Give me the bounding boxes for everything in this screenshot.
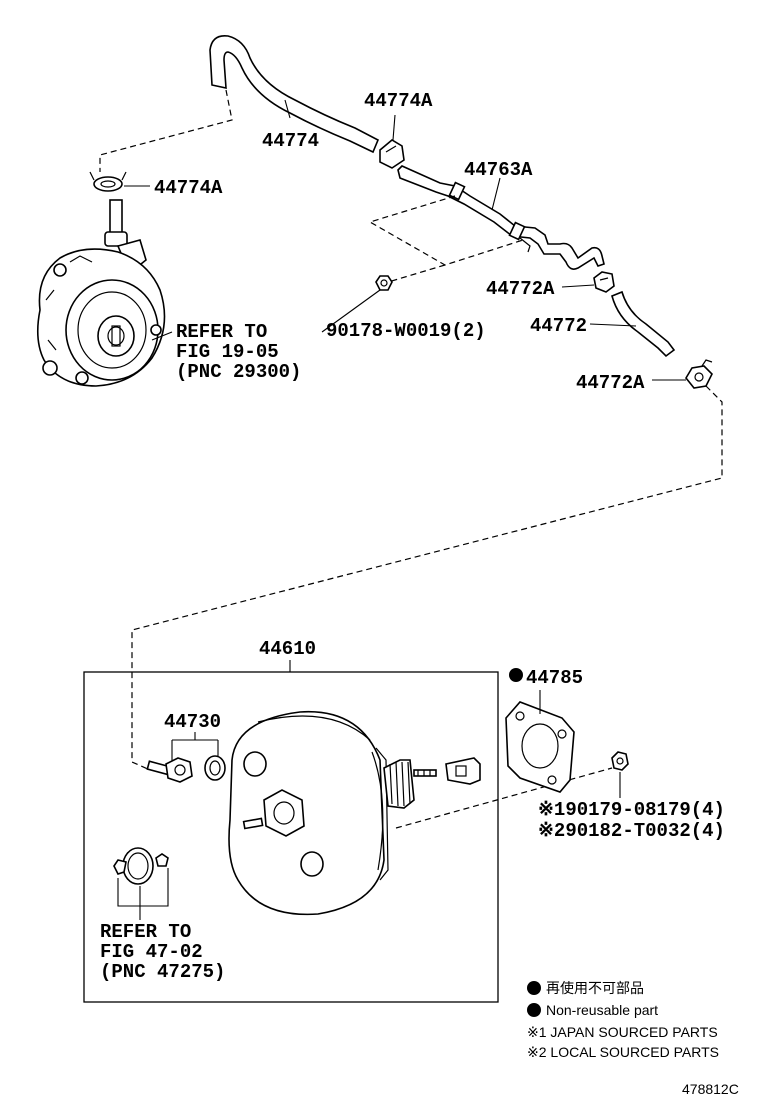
stud-to-nut-dash bbox=[395, 767, 613, 829]
legend-dot-en bbox=[527, 1003, 541, 1017]
refer-seal-line-3: (PNC 47275) bbox=[100, 961, 225, 983]
brake-booster-44610 bbox=[228, 710, 437, 916]
pipe-bracket-dash bbox=[368, 195, 524, 266]
refer-pump-note: REFER TO FIG 19-05 (PNC 29300) bbox=[176, 321, 301, 383]
refer-pump-line-1: REFER TO bbox=[176, 321, 267, 343]
label-90179: ※190179-08179(4) bbox=[538, 799, 725, 821]
vacuum-pump bbox=[36, 199, 166, 387]
refer-seal-note: REFER TO FIG 47-02 (PNC 47275) bbox=[100, 921, 225, 983]
clevis bbox=[445, 757, 481, 785]
pipe-44763a bbox=[397, 165, 605, 270]
label-44774: 44774 bbox=[262, 130, 319, 152]
label-44610: 44610 bbox=[259, 638, 316, 660]
bolt-90178 bbox=[375, 275, 393, 291]
nut-90179 bbox=[611, 751, 629, 771]
diagram-id: 478812C bbox=[682, 1081, 739, 1097]
label-44772a-upper: 44772A bbox=[486, 278, 555, 300]
booster-assembly-box bbox=[83, 671, 499, 1003]
label-44774a-upper: 44774A bbox=[364, 90, 433, 112]
label-44730: 44730 bbox=[164, 711, 221, 733]
seal-group bbox=[113, 847, 169, 920]
refer-pump-line-2: FIG 19-05 bbox=[176, 341, 279, 363]
leaders-upper bbox=[124, 99, 686, 381]
refer-pump-line-3: (PNC 29300) bbox=[176, 361, 301, 383]
clip-44774a-upper bbox=[379, 139, 405, 169]
legend-note2: ※2 LOCAL SOURCED PARTS bbox=[527, 1044, 719, 1060]
hose-44772 bbox=[611, 290, 676, 358]
label-90182: ※290182-T0032(4) bbox=[538, 820, 725, 842]
legend-note1: ※1 JAPAN SOURCED PARTS bbox=[527, 1024, 718, 1040]
clip-44772a-upper bbox=[593, 271, 615, 293]
label-44772: 44772 bbox=[530, 315, 587, 337]
label-44763a: 44763A bbox=[464, 159, 533, 181]
label-44772a-lower: 44772A bbox=[576, 372, 645, 394]
check-valve-44730 bbox=[146, 757, 193, 783]
refer-seal-line-2: FIG 47-02 bbox=[100, 941, 203, 963]
refer-seal-line-1: REFER TO bbox=[100, 921, 191, 943]
clip-44774a-left bbox=[89, 171, 127, 192]
legend-en: Non-reusable part bbox=[546, 1002, 658, 1018]
legend-dot-jp bbox=[527, 981, 541, 995]
label-90178: 90178-W0019(2) bbox=[326, 320, 486, 342]
grommet-44730 bbox=[204, 755, 226, 781]
hose-to-clip-dash bbox=[99, 89, 233, 172]
label-44774a-left: 44774A bbox=[154, 177, 223, 199]
hose-44774 bbox=[209, 34, 380, 154]
label-44785: 44785 bbox=[526, 667, 583, 689]
bolt-90178-dash bbox=[384, 264, 446, 284]
clip-44772a-lower bbox=[685, 359, 713, 389]
leader-44730 bbox=[171, 732, 219, 762]
long-dash-line bbox=[131, 385, 723, 771]
legend-jp: 再使用不可部品 bbox=[546, 980, 644, 996]
gasket-44785 bbox=[505, 701, 575, 793]
legend: 再使用不可部品 Non-reusable part ※1 JAPAN SOURC… bbox=[527, 980, 719, 1060]
non-reusable-marker-44785 bbox=[509, 668, 523, 682]
